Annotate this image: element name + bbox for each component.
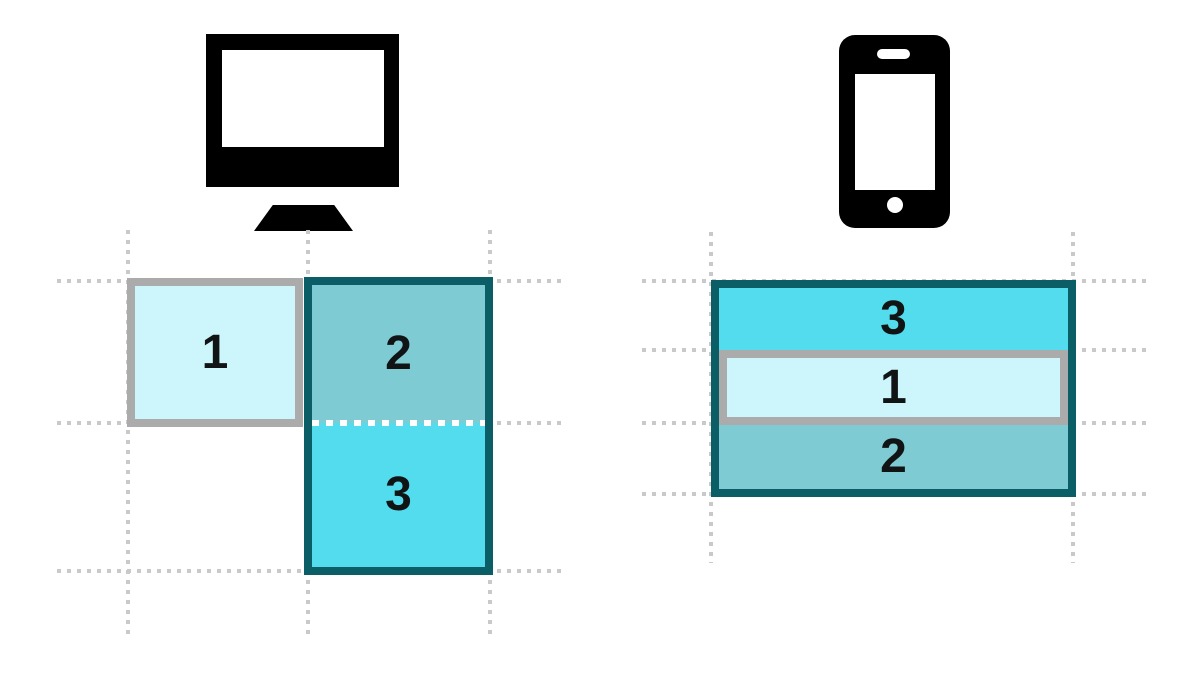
phone-home-button <box>887 197 903 213</box>
grid-line-vertical <box>126 230 130 636</box>
monitor-stand <box>254 205 353 231</box>
desktop-cell-3: 3 <box>312 423 485 567</box>
cell-label: 1 <box>880 360 907 414</box>
cell-label: 2 <box>385 327 412 380</box>
phone-speaker <box>877 49 910 59</box>
monitor-screen <box>222 50 384 147</box>
phone-screen <box>855 74 935 190</box>
desktop-cell-2: 2 <box>312 285 485 423</box>
cell-label: 3 <box>385 468 412 521</box>
grid-row-line-overlay <box>312 420 485 426</box>
cell-label: 3 <box>880 292 907 345</box>
phone-cells-container: 3 1 2 <box>711 280 1076 497</box>
phone-cell-2: 2 <box>719 425 1068 489</box>
phone-cell-3: 3 <box>719 288 1068 350</box>
phone-cell-1: 1 <box>719 350 1068 425</box>
desktop-cells-2-3-container: 2 3 <box>304 277 493 575</box>
desktop-cell-1: 1 <box>127 278 303 427</box>
cell-label: 2 <box>880 430 907 483</box>
cell-label: 1 <box>201 325 229 379</box>
